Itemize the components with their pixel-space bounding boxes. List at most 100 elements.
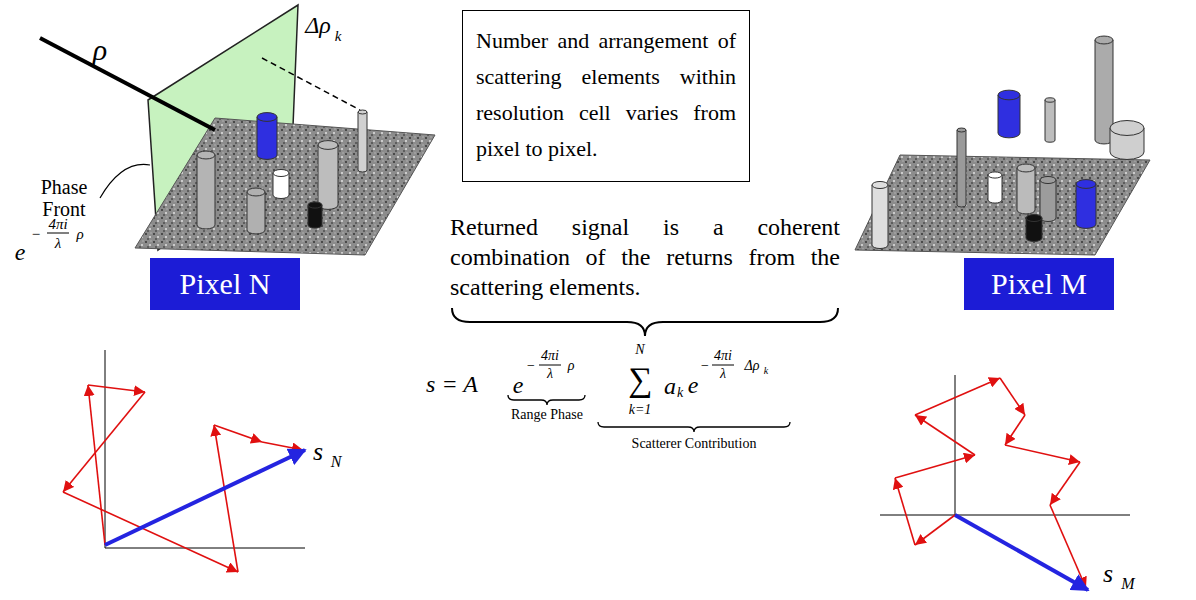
cylinder-body [318,145,338,209]
formula-symbol: − [701,359,709,373]
brace [452,308,838,336]
range-offset-line [262,58,360,110]
phasor-label: s [313,439,323,465]
formula-symbol: λ [55,236,62,251]
cylinder-body [998,95,1020,138]
formula-symbol: ρ [76,227,83,242]
cylinder-top [273,169,289,176]
range-symbol: ρ [93,35,107,65]
formula-symbol: s = A [426,372,478,396]
scatterer-cylinder [318,141,338,210]
formula-symbol: e [15,240,26,264]
sum-symbol: ∑ [628,363,652,397]
cylinder-body [872,185,888,249]
cylinder-top [872,181,888,188]
cylinder-body [1040,180,1056,222]
scatterer-phasor [1000,378,1025,415]
scatterer-phasor [214,425,238,572]
scatterer-cylinder [998,90,1020,138]
scatterer-phasor [63,392,145,492]
cylinder-body [1076,184,1096,228]
phasor-chains [63,378,1086,588]
fraction-bar [47,233,69,234]
underbrace [598,422,790,432]
axis [955,375,956,515]
scatterer-cylinder [197,151,215,229]
formula-symbol: λ [720,367,726,381]
formula-symbol: λ [547,367,553,381]
cylinder-body [247,192,265,234]
scatterer-cylinder [1026,214,1042,241]
scatterer-phasor [1005,415,1025,445]
cylinder-top [257,113,277,122]
cylinder-top [1026,214,1042,221]
scatterer-phasor [915,515,955,545]
formula-symbol: Δρ [745,359,760,373]
cylinder-top [1110,121,1144,136]
subscript: M [1121,576,1134,592]
resultant-phasor [105,450,305,545]
scatterer-cylinder [957,128,966,207]
scatterers [197,110,367,234]
formula-symbol: 4πi [541,349,559,363]
scatterer-phasor [262,442,303,450]
scatterer-phasor [895,478,915,545]
scatterer-cylinder [308,202,322,228]
scatterer-cylinder [247,188,265,234]
scatterer-phasor [915,415,975,455]
resultant-phasor [955,515,1088,590]
scatterer-cylinder [1076,180,1096,229]
formula-symbol: N [635,343,644,357]
scatterer-phasor [895,455,975,478]
cylinder-body [1017,168,1035,214]
cylinder-top [957,128,966,132]
formula-symbol: e [688,373,699,397]
cylinder-top [1045,98,1055,102]
axis [105,350,106,548]
axis [880,515,1130,516]
cylinder-body [197,155,215,229]
cylinder-top [308,202,322,208]
cylinder-top [358,110,367,114]
cylinder-top [998,90,1020,100]
formula-symbol: − [527,359,535,373]
formula-symbol: − [32,227,40,242]
subscript: k [677,386,683,400]
formula-symbol: e [513,373,524,397]
subscript: k [335,29,342,44]
note-box: Number and arrangement of scattering ele… [462,10,750,182]
cylinder-top [988,172,1002,178]
phasor-label: s [1103,561,1113,587]
fraction-bar [539,365,561,366]
scatterer-cylinder [1017,164,1035,214]
resolution-cell-ground [855,155,1150,255]
cylinder-body [257,117,277,159]
formula-symbol: a [664,374,676,398]
pixel-label-box: Pixel N [150,258,300,310]
scatterer-phasor [1050,505,1086,588]
subscript: N [331,454,342,470]
cylinder-body [1045,100,1055,142]
node-text: Number and arrangement of scattering ele… [476,23,736,167]
scatterer-cylinder [1040,176,1056,221]
cylinder-body [988,175,1002,203]
cylinder-top [1017,164,1035,172]
cylinder-top [247,188,265,196]
formula-symbol: ρ [568,359,575,373]
scatterer-cylinder [1110,121,1144,160]
fraction-bar [712,365,734,366]
scatterer-cylinder [872,181,888,248]
phase-front-label: Phase Front [28,176,100,220]
scatterer-cylinder [988,172,1002,203]
term-label: Range Phase [511,408,583,422]
scatterer-phasor [88,385,105,545]
scatterer-phasor [915,378,1000,415]
cylinder-top [197,151,215,159]
scatterer-phasor [63,492,238,572]
scatterer-cylinder [257,113,277,160]
cylinder-body [358,112,367,172]
description-text: Returned signal is a coherent combinatio… [450,212,840,302]
cylinder-top [1095,36,1113,44]
scatterer-phasor [1050,462,1080,505]
scatterer-phasor [1005,445,1080,462]
